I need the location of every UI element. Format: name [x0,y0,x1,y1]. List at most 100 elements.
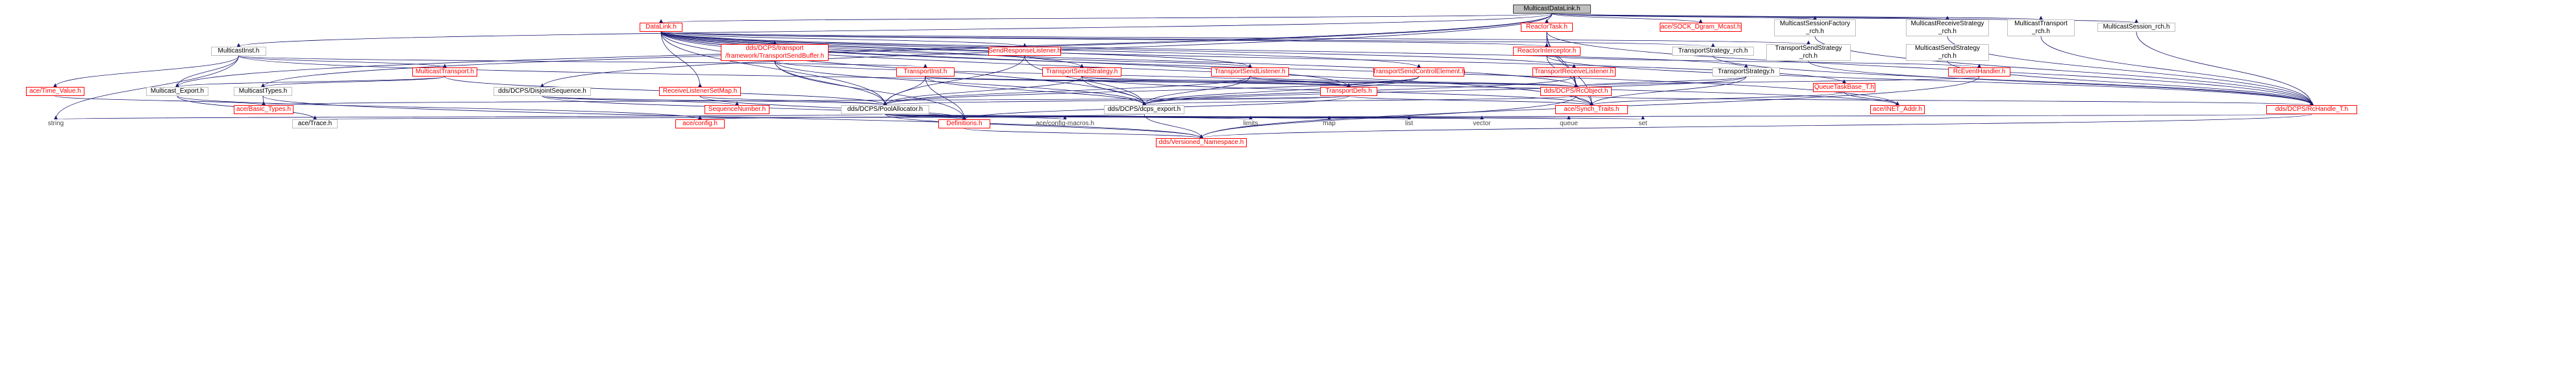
node-ace-basic-types[interactable]: ace/Basic_Types.h [234,105,294,114]
edge-tinst-to-tdefs [925,76,1351,88]
edge-msession_rch-to-rchandle [2136,31,2314,106]
edge-tsendlistener-to-tdefs [1249,76,1351,88]
edge-ddsexport-to-aceconfig [698,113,1145,120]
node-sendresponselistener[interactable]: SendResponseListener.h [988,47,1061,56]
edge-poolalloc-to-versioned [884,113,1203,139]
edge-tsendbuffer-to-ddsexport [774,60,1146,106]
edge-datalink-to-trecvlistener [660,31,1576,68]
node-multicastsessionfactory-rch[interactable]: MulticastSessionFactory _rch.h [1774,19,1856,36]
node-list[interactable]: list [1405,120,1414,127]
node-transportsendstrategy-rch[interactable]: TransportSendStrategy _rch.h [1766,44,1851,61]
node-poolallocator[interactable]: dds/DCPS/PoolAllocator.h [841,105,929,114]
edge-poolalloc-to-configmacros [884,113,1067,120]
node-dcps-export[interactable]: dds/DCPS/dcps_export.h [1104,105,1184,114]
edge-rcobject-to-ddsexport [1142,95,1577,106]
edge-rcobject-to-synchtraits [1575,95,1594,106]
node-queue[interactable]: queue [1560,120,1578,127]
node-multicastdatalink[interactable]: MulticastDataLink.h [1513,5,1591,14]
edge-root-to-datalink [659,13,1553,23]
edge-disjoint-to-poolalloc [542,95,887,106]
node-set[interactable]: set [1638,120,1647,127]
edge-tdefs-to-poolalloc [883,95,1349,106]
edge-minst-to-mtransport [238,55,447,68]
edge-tsendctrl-to-poolalloc [883,76,1419,106]
edge-mtransport-to-mexport [175,76,445,88]
edge-datalink-to-sendresp [660,31,1027,47]
edge-tsendstrat-to-rcobject [1081,76,1578,88]
edge-mtypes-to-versioned [262,95,1203,139]
edge-reactorintercept-to-rchandle [1546,55,2314,106]
edge-rceventhandler-to-rcobject [1574,76,1980,88]
node-map[interactable]: map [1323,120,1336,127]
node-limits[interactable]: limits [1243,120,1258,127]
node-multicastsendstrategy-rch[interactable]: MulticastSendStrategy _rch.h [1906,44,1989,61]
edge-sendresp-to-tsendlistener [1024,55,1252,68]
node-transportsendstrategy[interactable]: TransportSendStrategy.h [1042,67,1121,77]
edge-tdefs-to-synchtraits [1348,95,1594,106]
node-ace-trace[interactable]: ace/Trace.h [292,119,338,128]
node-transportreceivelistener[interactable]: TransportReceiveListener.h [1532,67,1616,77]
node-ace-config-macros[interactable]: ace/config-macros.h [1035,120,1095,127]
edge-minst-to-inetaddr [238,55,1899,106]
node-transportsendbuffer[interactable]: dds/DCPS/transport /framework/TransportS… [721,44,829,61]
edge-definitions-to-versioned [964,128,1203,139]
edge-tstrat_rch-to-rchandle [1712,55,2314,106]
edge-root-to-msession_rch [1551,13,2138,23]
edge-disjoint-to-seqnum [542,95,739,106]
edge-datalink-to-tsendstrat [660,31,1084,68]
edge-tstrategy-to-synchtraits [1590,76,1747,106]
edge-acetimevalue-to-acebasictypes [55,95,266,106]
node-receivelistenersetmap[interactable]: ReceiveListenerSetMap.h [659,87,741,96]
node-sequencenumber[interactable]: SequenceNumber.h [705,105,769,114]
node-string[interactable]: string [47,120,64,127]
edge-tstrategy-to-rcobject [1574,76,1747,88]
node-transportsendlistener[interactable]: TransportSendListener.h [1211,67,1289,77]
edge-minst-to-mexport [175,55,239,88]
node-versioned-namespace[interactable]: dds/Versioned_Namespace.h [1156,138,1247,147]
node-datalink[interactable]: DataLink.h [640,23,682,32]
edge-mtrans_rch-to-rchandle [2040,36,2314,106]
edge-reactortask-to-rchandle [1546,31,2314,106]
edge-reactorintercept-to-rceventhandler [1546,55,1981,68]
node-rchandle[interactable]: dds/DCPS/RcHandle_T.h [2266,105,2357,114]
node-rcobject[interactable]: dds/DCPS/RcObject.h [1540,87,1612,96]
node-multicasttypes[interactable]: MulticastTypes.h [234,87,292,96]
node-ace-config[interactable]: ace/config.h [675,119,725,128]
node-multicast-export[interactable]: Multicast_Export.h [146,87,208,96]
edge-tsendbuffer-to-poolalloc [774,60,887,106]
node-ace-inet-addr[interactable]: ace/INET_Addr.h [1870,105,1925,114]
node-transportstrategy[interactable]: TransportStrategy.h [1712,67,1780,77]
edge-root-to-minst [236,13,1553,47]
edge-tdefs-to-acebasictypes [262,95,1349,106]
node-multicastsession-rch[interactable]: MulticastSession_rch.h [2097,23,2175,32]
edge-datalink-to-tsendlistener [660,31,1252,68]
edge-datalink-to-synchtraits [660,31,1594,106]
edge-mtransport-to-mtypes [261,76,445,88]
node-multicasttransport[interactable]: MulticastTransport.h [412,67,477,77]
node-reactorinterceptor[interactable]: ReactorInterceptor.h [1513,47,1581,56]
node-queuetaskbase[interactable]: QueueTaskBase_T.h [1813,83,1875,92]
edge-minst-to-tinst [238,55,927,68]
node-multicasttransport-rch[interactable]: MulticastTransport _rch.h [2007,19,2075,36]
edge-ddsexport-to-versioned [1144,113,1203,139]
node-vector[interactable]: vector [1473,120,1491,127]
node-transportdefs[interactable]: TransportDefs.h [1320,87,1377,96]
node-disjointsequence[interactable]: dds/DCPS/DisjointSequence.h [494,87,591,96]
edge-sendresp-to-ddsexport [1024,55,1146,106]
node-ace-time-value[interactable]: ace/Time_Value.h [26,87,84,96]
node-ace-synch-traits[interactable]: ace/Synch_Traits.h [1555,105,1628,114]
node-transportsendcontrolelement[interactable]: TransportSendControlElement.h [1372,67,1466,77]
node-transportinst[interactable]: TransportInst.h [896,67,955,77]
node-definitions[interactable]: Definitions.h [938,119,990,128]
edge-datalink-to-tstrat_rch [660,31,1715,47]
node-transportstrategy-rch[interactable]: TransportStrategy_rch.h [1672,47,1754,56]
node-rceventhandler[interactable]: RcEventHandler.h [1948,67,2010,77]
edge-minst-to-acetimevalue [53,55,239,88]
edge-queuetaskbase-to-synchtraits [1590,91,1845,106]
node-multicastreceivestrategy-rch[interactable]: MulticastReceiveStrategy _rch.h [1906,19,1989,36]
edge-mtypes-to-acebasictypes [262,95,266,106]
node-multicastinst[interactable]: MulticastInst.h [211,47,266,56]
node-reactortask[interactable]: ReactorTask.h [1521,23,1573,32]
node-ace-sock-dgram-mcast[interactable]: ace/SOCK_Dgram_Mcast.h [1660,23,1742,32]
